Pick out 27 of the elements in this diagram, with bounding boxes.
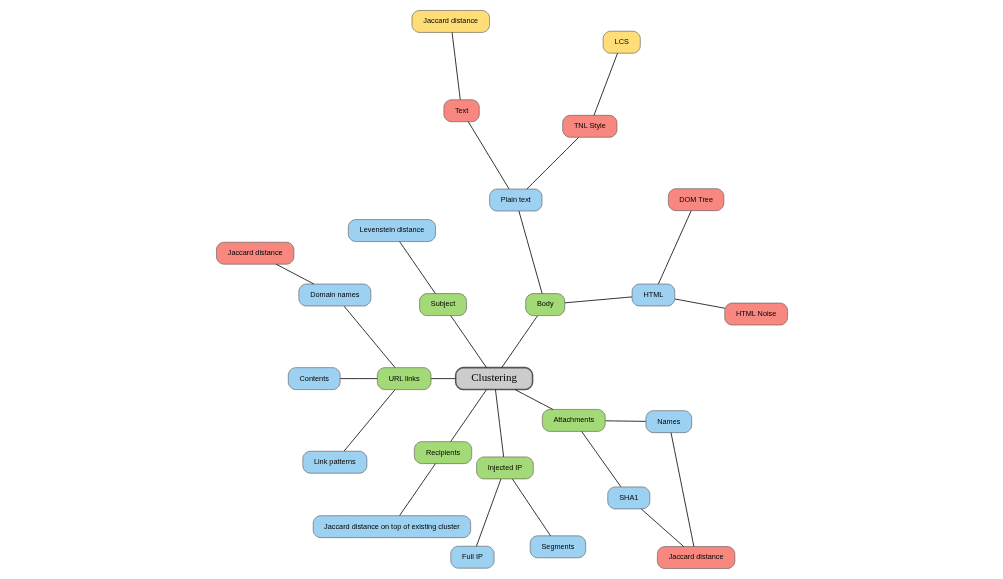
connector [398,241,436,294]
connector [514,389,553,410]
connector [563,296,632,304]
connector [449,389,487,442]
connector [339,378,378,379]
connector [275,263,314,285]
connector [526,137,579,190]
connector [500,315,538,368]
connector [657,210,692,285]
node-box: Clustering [454,366,533,391]
connector [604,420,646,422]
connector [449,315,487,368]
connector [670,432,694,547]
connector [511,478,551,537]
connector [494,389,504,458]
connector [475,478,501,547]
connector [451,32,461,100]
connector [518,210,543,294]
connector [580,431,621,488]
connector [593,52,618,116]
connector [467,121,509,190]
connector [343,305,395,368]
connector [674,298,725,309]
connector [640,508,684,547]
connector [343,389,395,452]
connector [430,378,456,379]
connector [398,463,436,516]
